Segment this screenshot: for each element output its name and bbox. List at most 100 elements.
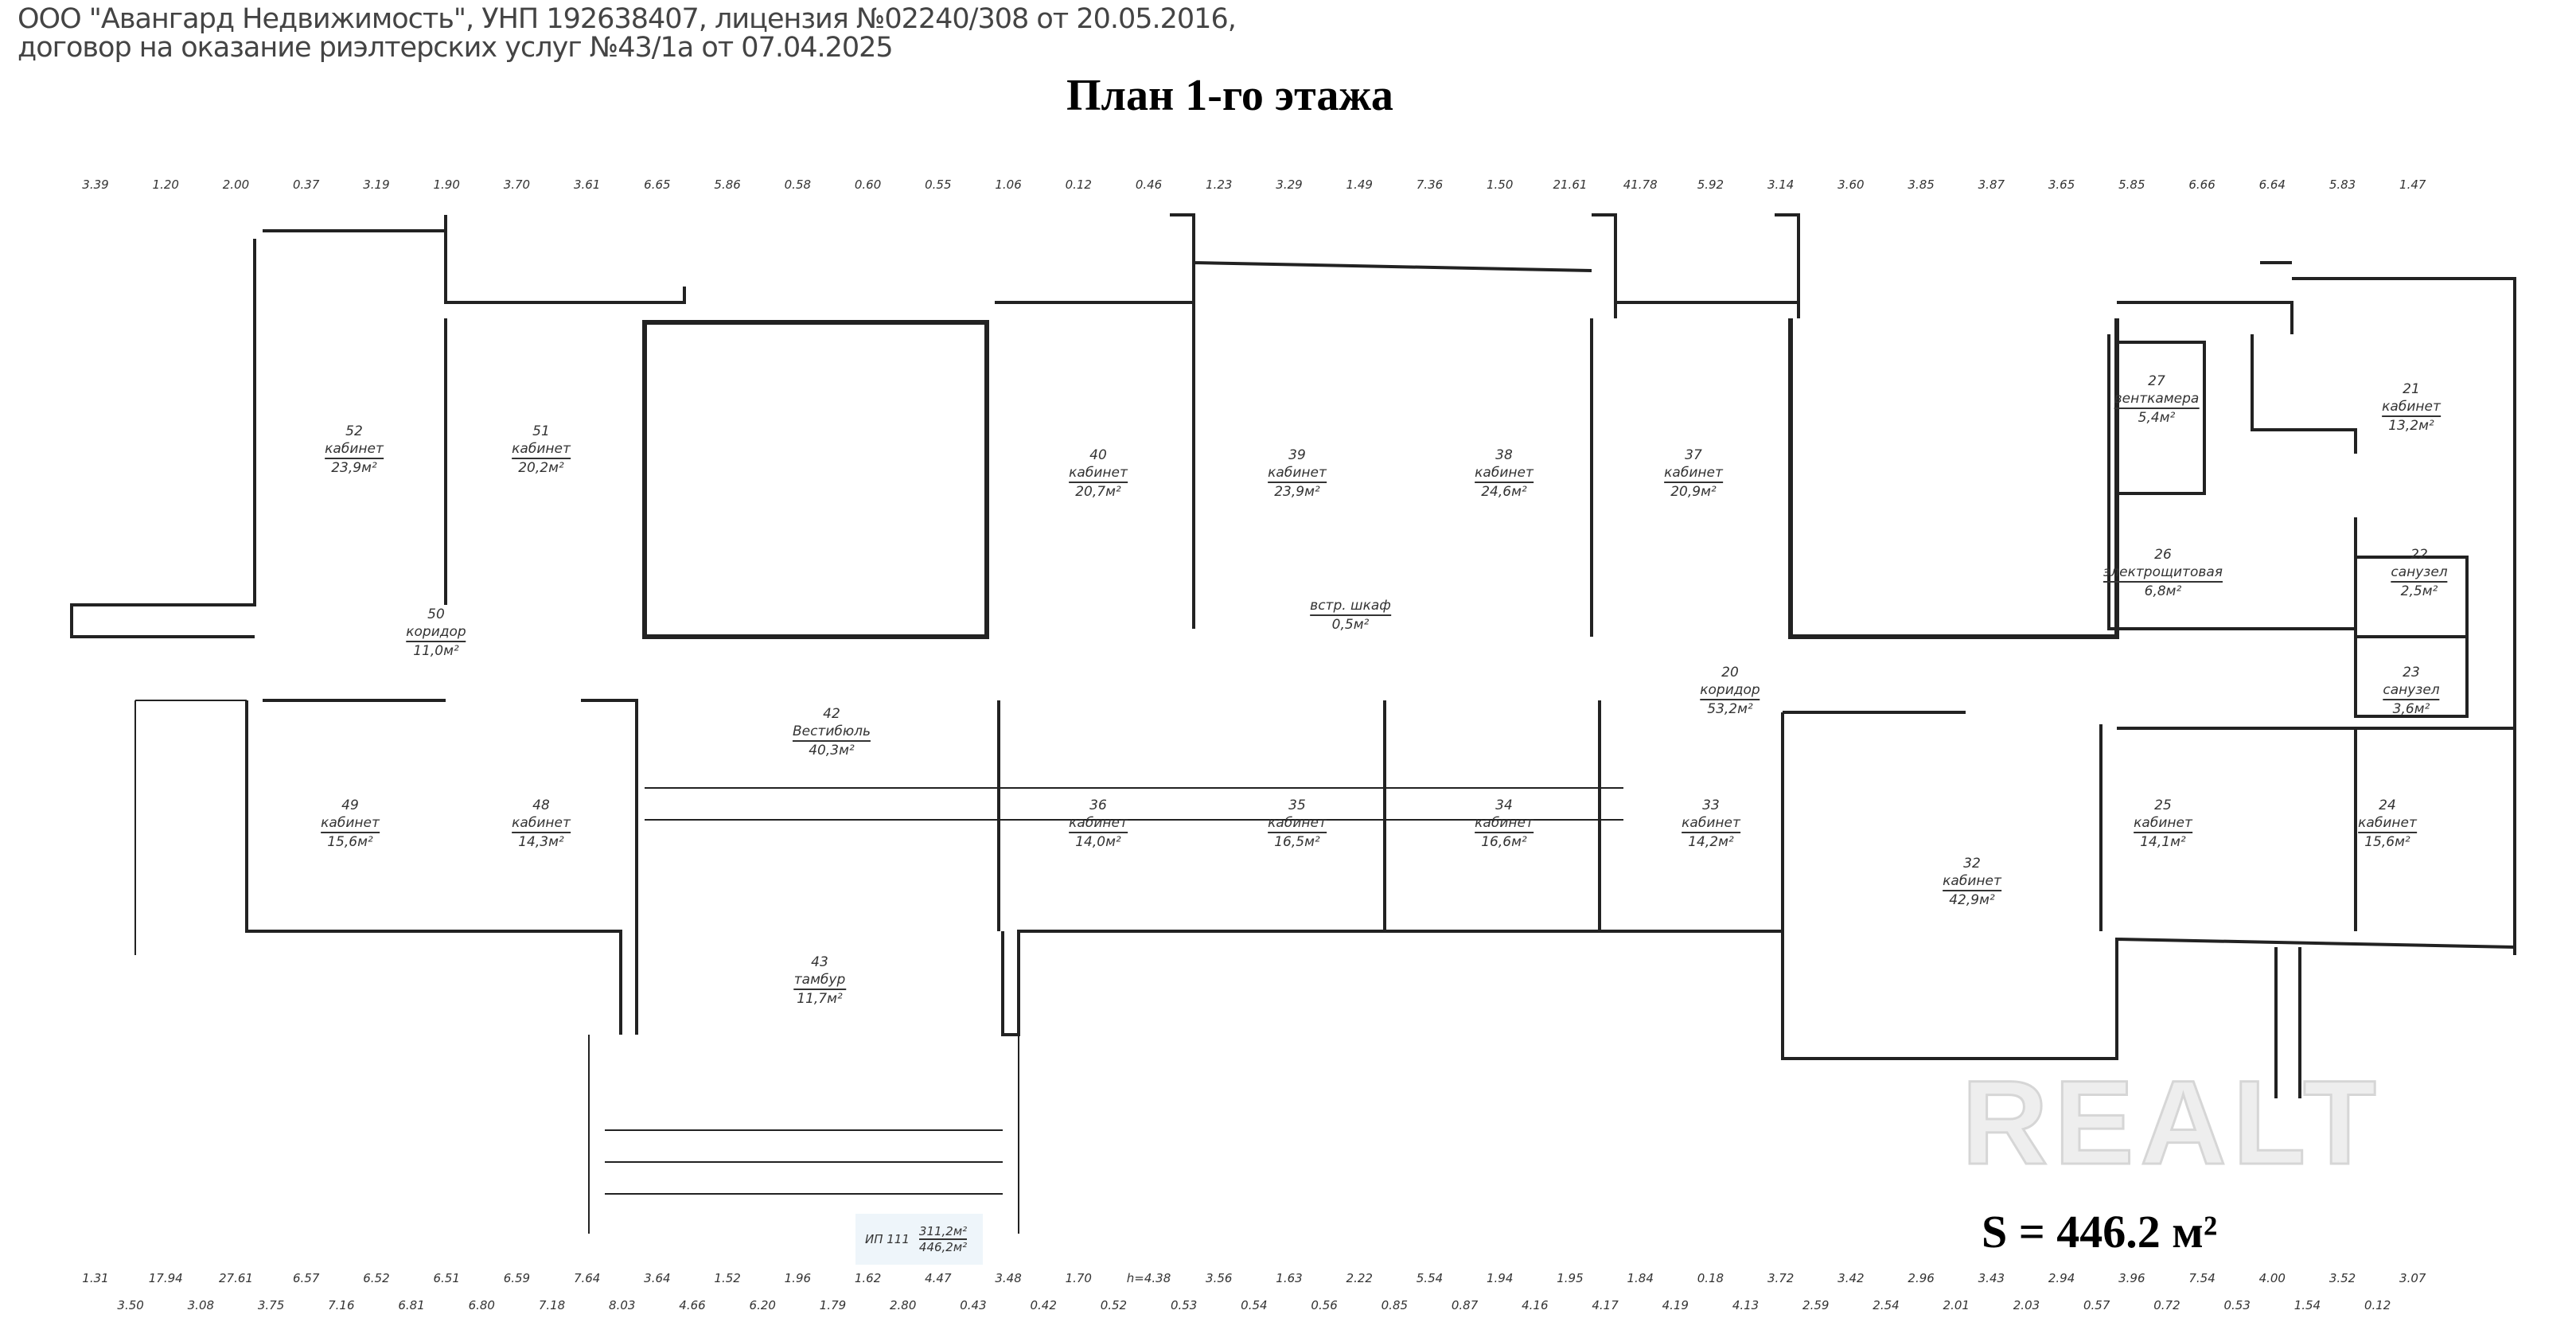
room-num: 38 — [1495, 447, 1513, 463]
room-num: 34 — [1495, 797, 1513, 813]
dimension-label: 6.66 — [2188, 177, 2216, 192]
room-area: 15,6м² — [321, 832, 380, 851]
dimension-label: 3.64 — [644, 1271, 671, 1285]
dimension-label: 0.37 — [293, 177, 320, 192]
room-name: кабинет — [1268, 815, 1327, 831]
room-area: 14,3м² — [512, 832, 571, 851]
room-name: тамбур — [793, 972, 846, 988]
dimension-label: 3.50 — [117, 1298, 144, 1312]
dimension-label: 3.29 — [1276, 177, 1303, 192]
room-num: 26 — [2154, 547, 2172, 563]
room-name: санузел — [2391, 564, 2448, 580]
dimension-label: 3.19 — [363, 177, 390, 192]
realt-watermark: REALT — [1961, 1055, 2383, 1189]
dimension-label: 2.00 — [222, 177, 250, 192]
dimension-label: 1.95 — [1557, 1271, 1584, 1285]
room-num: 40 — [1089, 447, 1107, 463]
room-num: 50 — [427, 606, 445, 622]
room-num: 36 — [1089, 797, 1107, 813]
dimension-label: 6.59 — [503, 1271, 531, 1285]
dimension-label: 5.92 — [1697, 177, 1724, 192]
plan-title: План 1-го этажа — [1066, 71, 1393, 120]
dimension-label: 7.36 — [1416, 177, 1444, 192]
room-name: кабинет — [1475, 465, 1534, 481]
dimension-label: 27.61 — [218, 1271, 253, 1285]
dimension-label: 0.57 — [2083, 1298, 2110, 1312]
dimension-label: 0.55 — [925, 177, 952, 192]
dimension-label: 3.96 — [2118, 1271, 2145, 1285]
room-name: венткамера — [2114, 391, 2200, 407]
room-area: 11,0м² — [406, 641, 466, 660]
agency-info-line-2: договор на оказание риэлтерских услуг №4… — [18, 32, 894, 64]
dimension-label: 0.42 — [1030, 1298, 1057, 1312]
room-num: 51 — [532, 423, 550, 439]
room-area: 14,1м² — [2134, 832, 2192, 851]
room-name: кабинет — [1664, 465, 1723, 481]
room-num: 37 — [1685, 447, 1702, 463]
dimension-label: 0.60 — [854, 177, 882, 192]
dimension-label: 4.00 — [2258, 1271, 2286, 1285]
dimension-label: 1.94 — [1487, 1271, 1514, 1285]
room-num: 24 — [2379, 797, 2396, 813]
stamp-label: ИП 111 — [865, 1232, 910, 1246]
room-num: 27 — [2148, 373, 2165, 389]
room-name: кабинет — [1682, 815, 1740, 831]
dimension-label: 0.85 — [1381, 1298, 1409, 1312]
room-area: 24,6м² — [1475, 482, 1534, 501]
room-area: 23,9м² — [1268, 482, 1327, 501]
dimension-label: 1.84 — [1627, 1271, 1654, 1285]
room-area: 11,7м² — [793, 989, 846, 1008]
dimension-label: 7.54 — [2188, 1271, 2216, 1285]
room-area: 20,9м² — [1664, 482, 1723, 501]
dimension-label: 5.54 — [1416, 1271, 1444, 1285]
dimension-label: 6.65 — [644, 177, 671, 192]
room-name: кабинет — [1069, 815, 1128, 831]
dimension-label: 0.43 — [960, 1298, 987, 1312]
room-area: 5,4м² — [2114, 408, 2200, 427]
dimension-label: 3.07 — [2399, 1271, 2426, 1285]
room-name: кабинет — [2382, 399, 2441, 415]
room-num: 20 — [1721, 665, 1739, 680]
interior-walls — [263, 318, 2515, 931]
dimension-label: 2.01 — [1943, 1298, 1970, 1312]
dimension-label: 6.20 — [749, 1298, 776, 1312]
room-num: 42 — [823, 706, 840, 722]
room-num: 49 — [341, 797, 359, 813]
dimension-label: 0.18 — [1697, 1271, 1724, 1285]
room-area: 16,6м² — [1475, 832, 1534, 851]
dimension-label: 5.86 — [714, 177, 741, 192]
room-name: кабинет — [512, 441, 571, 457]
room-num: 35 — [1288, 797, 1306, 813]
dimension-label: 6.52 — [363, 1271, 390, 1285]
room-area: 23,9м² — [325, 458, 384, 477]
dimension-label: 3.70 — [503, 177, 531, 192]
room-num: 33 — [1702, 797, 1720, 813]
room-name: кабинет — [512, 815, 571, 831]
room-area: 20,7м² — [1069, 482, 1128, 501]
dimension-label: 41.78 — [1623, 177, 1658, 192]
dimension-label: 0.46 — [1135, 177, 1163, 192]
dimension-label: 1.54 — [2293, 1298, 2321, 1312]
dimension-label: 8.03 — [609, 1298, 636, 1312]
